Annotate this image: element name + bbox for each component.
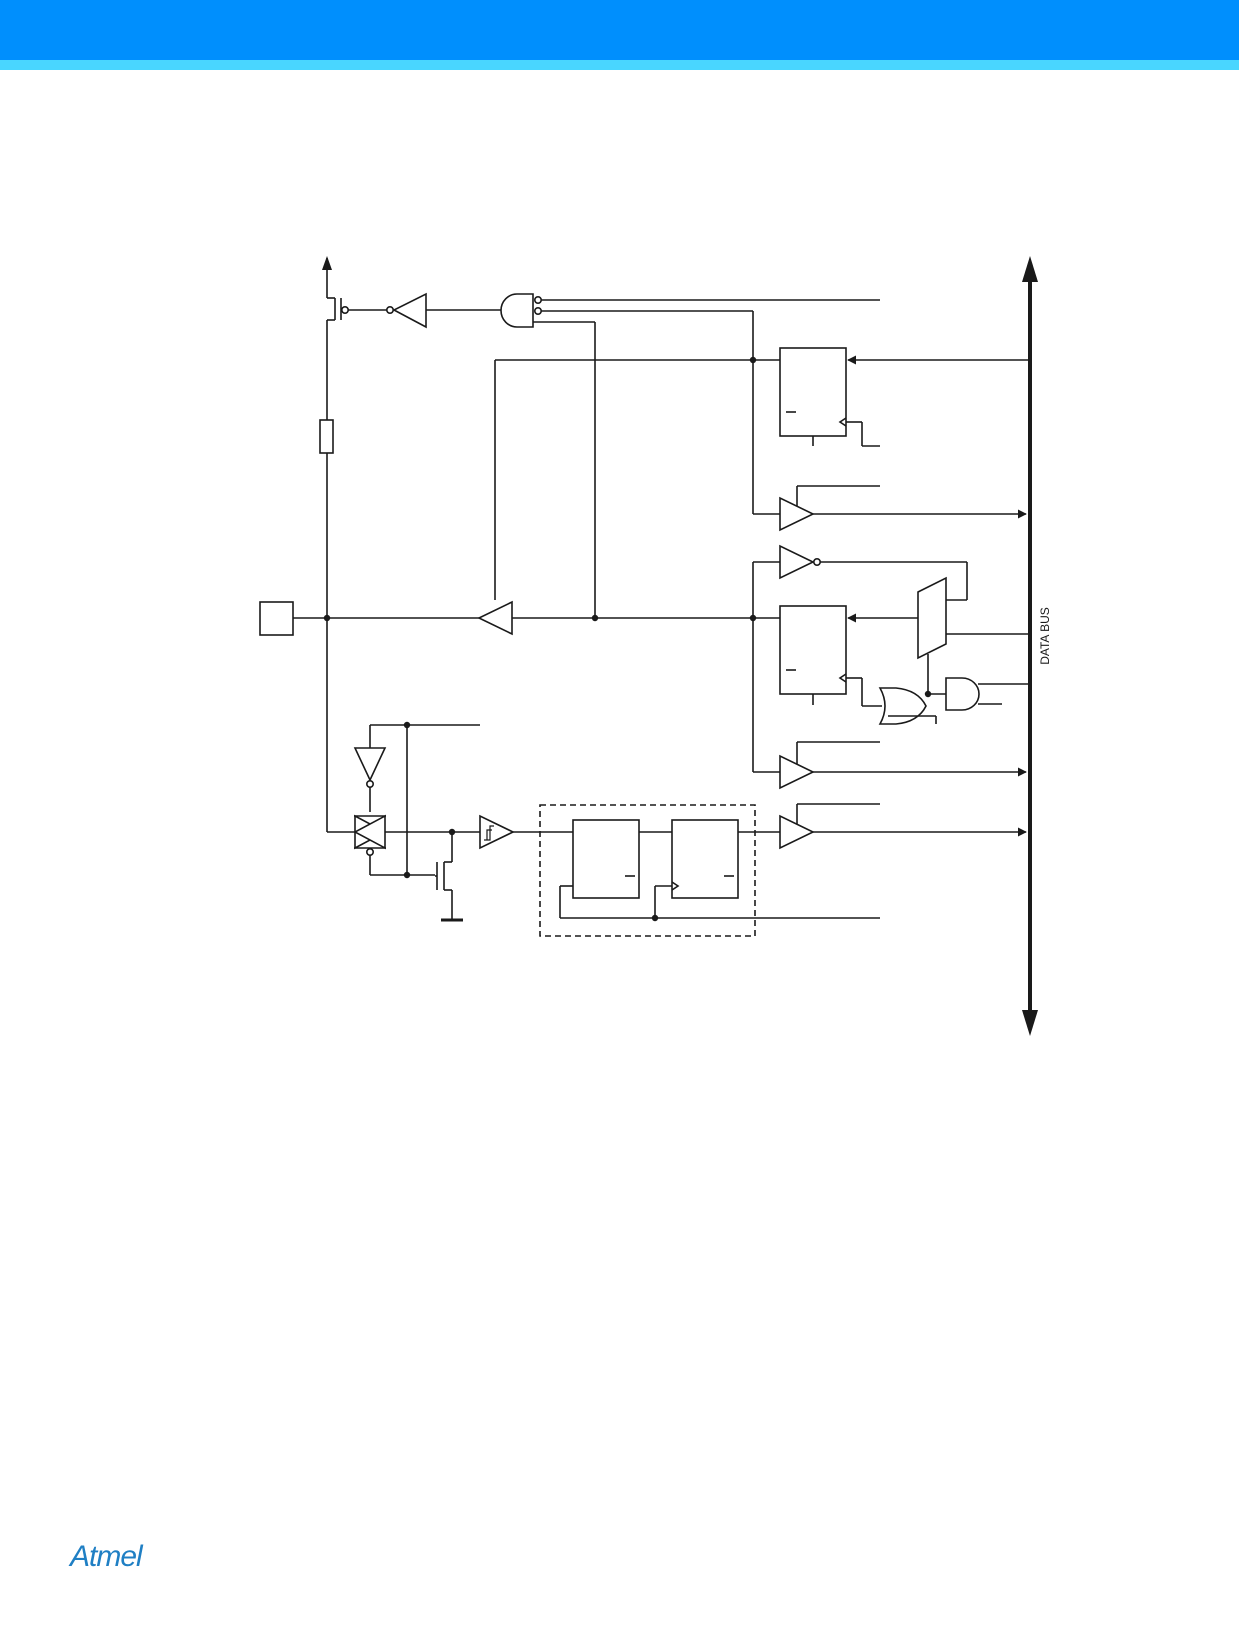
- sleep-control: [353, 721, 480, 879]
- pullup-resistor: [319, 419, 334, 454]
- sleep-nmos: [435, 832, 463, 922]
- header-accent-bar: [0, 60, 1239, 70]
- pullup-and-gate: [500, 293, 880, 618]
- port-mux: [847, 576, 1030, 694]
- header-bar: [0, 0, 1239, 60]
- synchronizer: [539, 804, 880, 937]
- schmitt-trigger: [479, 814, 573, 850]
- write-and-gate: [945, 677, 1030, 711]
- ddr-flipflop: [495, 347, 1030, 447]
- toggle-inverter: [752, 544, 968, 772]
- pullup-pmos: [322, 256, 388, 321]
- atmel-logo: Atmel: [70, 1540, 143, 1573]
- pullup-inverter: [385, 292, 502, 329]
- clock-or-gate: [878, 687, 946, 725]
- port-flipflop: [779, 605, 882, 707]
- data-bus: [1022, 256, 1038, 1036]
- pin-pad: [259, 601, 294, 636]
- data-bus-label: DATA BUS: [1038, 607, 1052, 665]
- port-read-buffer: [753, 741, 1027, 790]
- pin-read-buffer: [779, 803, 1027, 850]
- ddr-read-buffer: [752, 360, 1027, 532]
- output-driver: [477, 600, 513, 636]
